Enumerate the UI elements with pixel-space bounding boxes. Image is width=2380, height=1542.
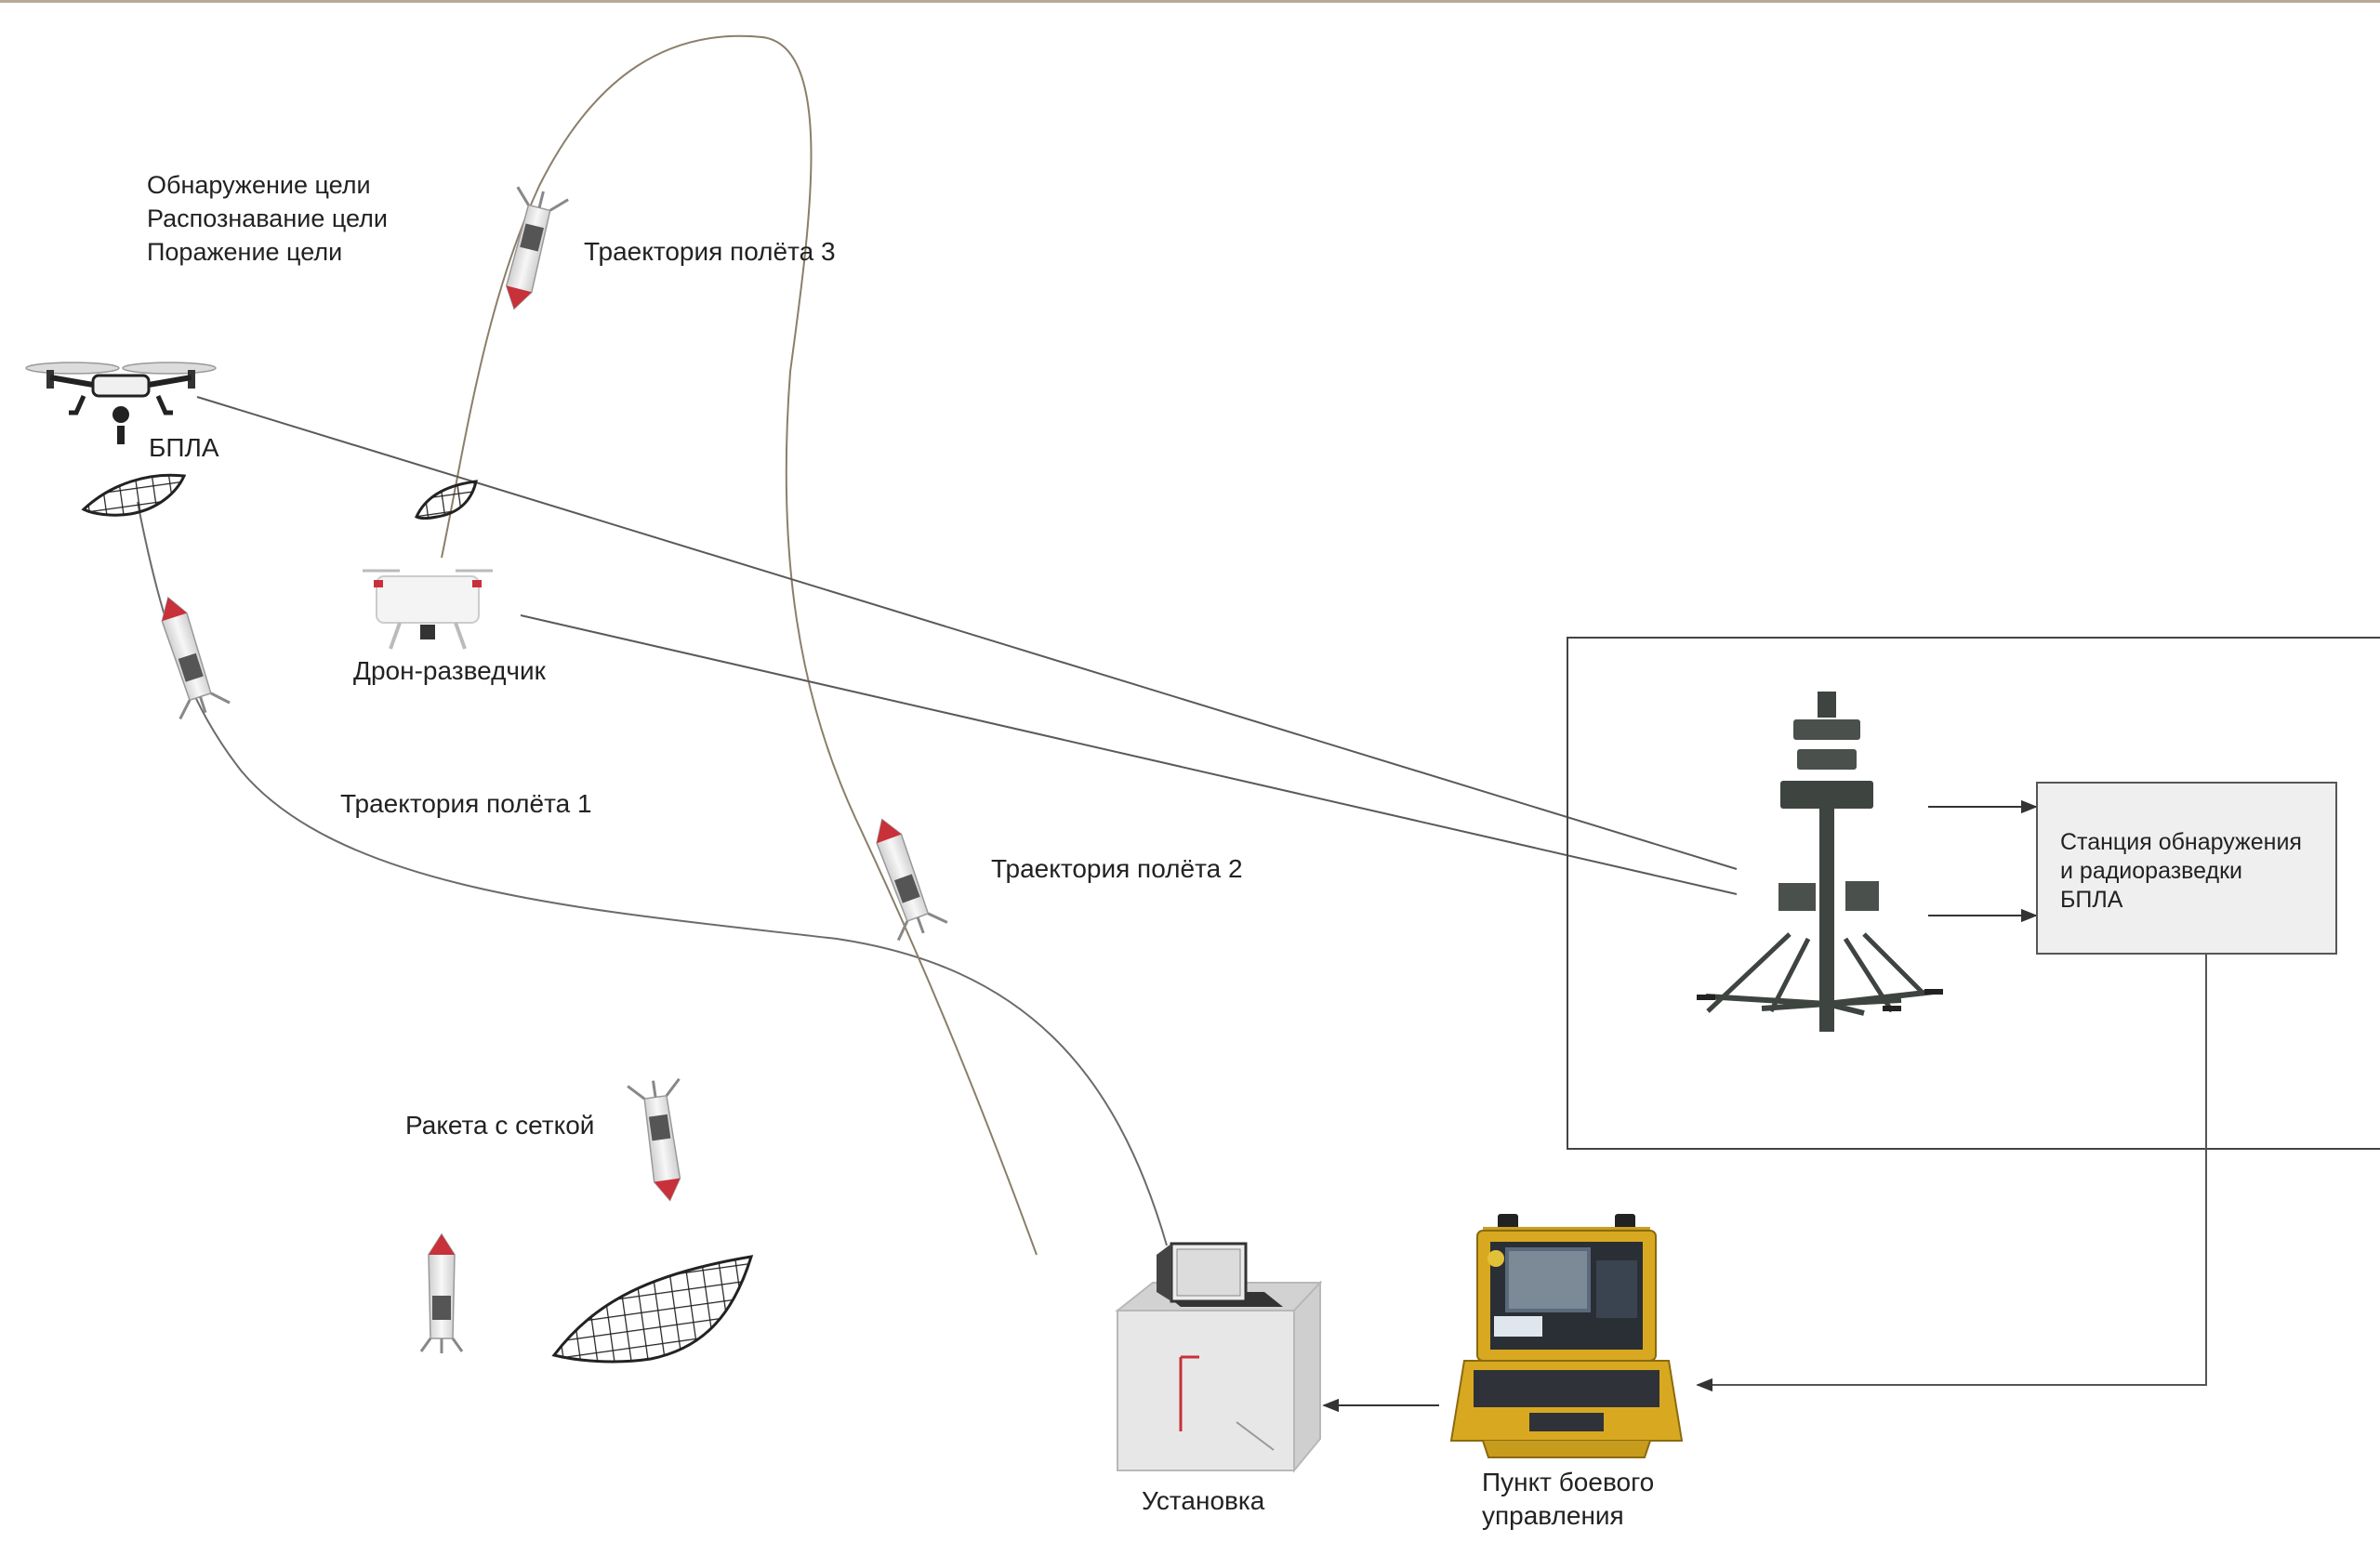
launcher-label: Установка bbox=[1142, 1486, 1265, 1515]
scout-drone-icon bbox=[363, 569, 493, 650]
trajectory-3-label: Траектория полёта 3 bbox=[584, 237, 836, 266]
recognize-line: Распознавание цели bbox=[147, 204, 388, 232]
rocket-icon bbox=[627, 1077, 681, 1202]
detect-target-lines: Обнаружение цели Распознавание цели Пора… bbox=[147, 171, 388, 266]
hit-line: Поражение цели bbox=[147, 238, 342, 266]
command-post-line: Пункт боевого bbox=[1482, 1468, 1654, 1496]
uav-label: БПЛА bbox=[149, 433, 219, 462]
trajectory-2-3-line bbox=[441, 34, 1038, 1256]
net-rocket-label: Ракета с сеткой bbox=[405, 1111, 594, 1140]
trajectory-1-label: Траектория полёта 1 bbox=[340, 789, 592, 818]
net-icon bbox=[551, 1255, 754, 1364]
station-line: и радиоразведки bbox=[2060, 858, 2242, 884]
control-case-icon bbox=[1449, 1214, 1684, 1458]
net-icon bbox=[81, 473, 187, 517]
detect-line: Обнаружение цели bbox=[147, 171, 371, 199]
radar-mast-icon bbox=[1697, 692, 1943, 1032]
station-to-command-line bbox=[1696, 954, 2207, 1392]
rocket-icon bbox=[505, 186, 569, 310]
net-icon bbox=[415, 480, 478, 520]
command-post-line: управления bbox=[1482, 1501, 1624, 1530]
scout-drone-label: Дрон-разведчик bbox=[353, 656, 547, 685]
station-line: БПЛА bbox=[2060, 887, 2123, 913]
scout-to-mast-line bbox=[520, 614, 1738, 895]
station-box bbox=[2036, 782, 2337, 955]
station-label: Станция обнаружения и радиоразведки БПЛА bbox=[2060, 829, 2302, 913]
rocket-icon bbox=[161, 596, 231, 720]
launcher-box-icon bbox=[1115, 1242, 1323, 1473]
trajectory-2-label: Траектория полёта 2 bbox=[991, 854, 1243, 883]
top-rule bbox=[0, 0, 2380, 3]
rocket-icon bbox=[419, 1232, 464, 1353]
command-post-label: Пункт боевого управления bbox=[1482, 1468, 1654, 1530]
station-line: Станция обнаружения bbox=[2060, 829, 2302, 855]
uav-to-mast-line bbox=[196, 396, 1738, 870]
quadcopter-icon bbox=[25, 362, 217, 444]
rocket-icon bbox=[876, 818, 948, 942]
station-frame bbox=[1567, 637, 2380, 1150]
